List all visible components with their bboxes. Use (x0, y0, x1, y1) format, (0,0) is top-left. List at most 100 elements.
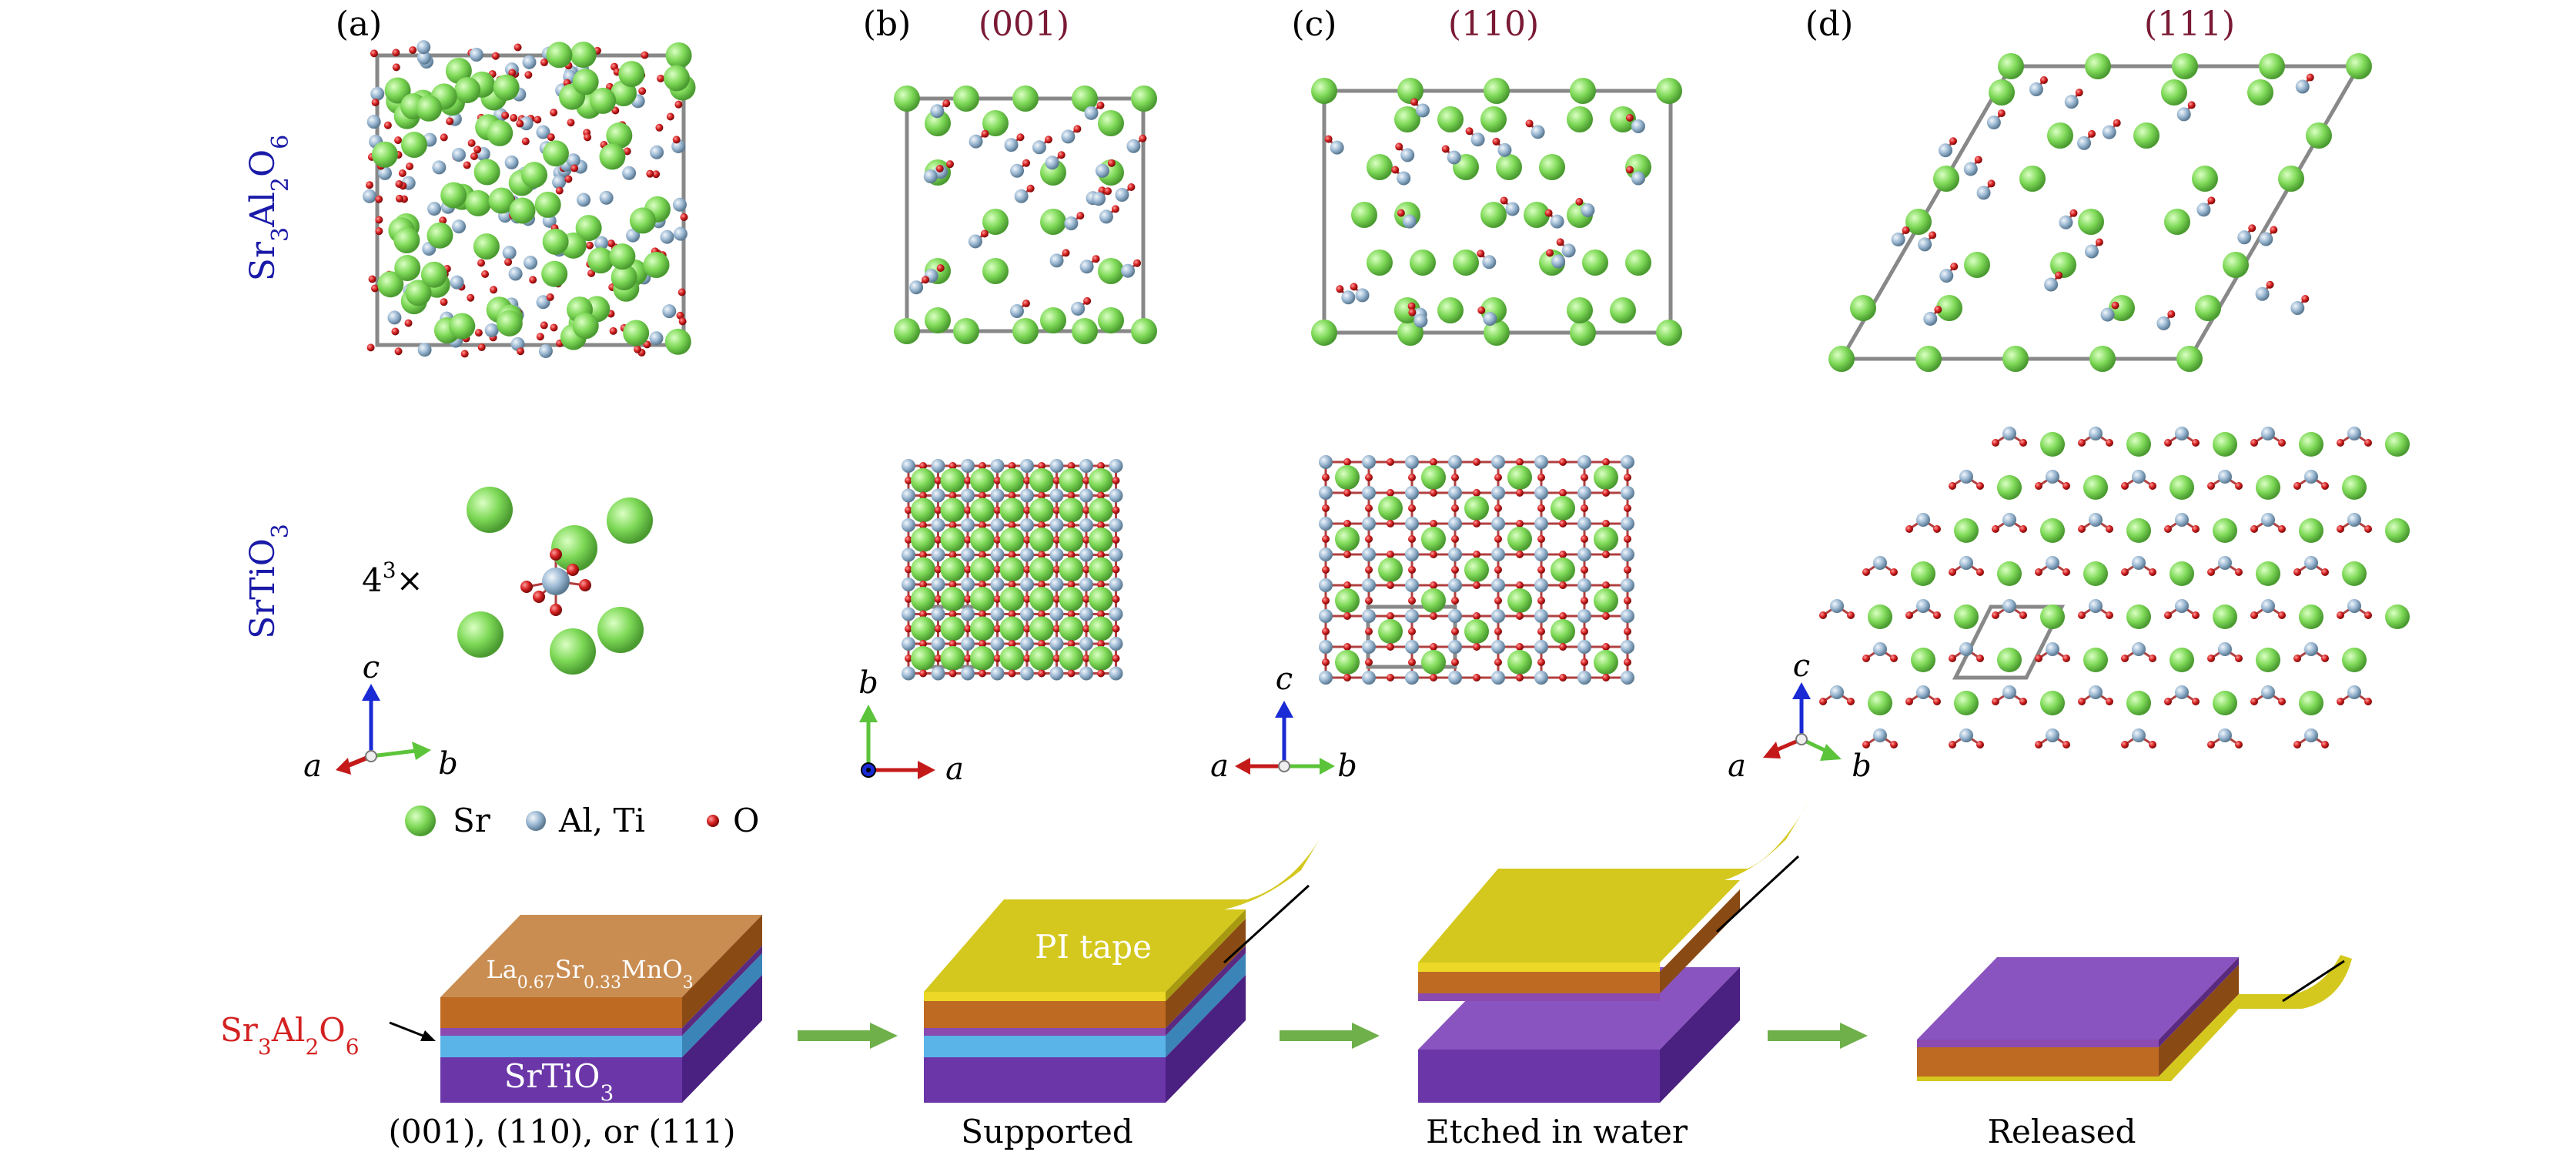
o-atom (1073, 125, 1082, 133)
sr-atom (2170, 475, 2194, 500)
al-ti-atom (2102, 125, 2116, 139)
sr-atom (487, 119, 514, 146)
o-atom (964, 477, 972, 484)
o-atom (2121, 741, 2129, 748)
o-atom (521, 137, 530, 146)
al-ti-atom (1109, 666, 1123, 681)
o-atom (2250, 439, 2258, 447)
sr-atom (542, 140, 569, 167)
al-ti-atom (930, 104, 945, 119)
al-ti-atom (370, 86, 385, 101)
sr-atom (2213, 518, 2237, 543)
sr-atom (1567, 297, 1593, 323)
al-ti-atom (502, 246, 517, 260)
o-atom (2293, 568, 2301, 576)
axis-label-c-111: c (1793, 648, 1810, 684)
o-atom (1365, 474, 1373, 481)
sr-atom (1828, 346, 1855, 372)
al-ti-atom (2304, 470, 2318, 484)
o-atom (1408, 535, 1416, 543)
al-ti-atom (1830, 685, 1844, 699)
al-ti-atom (504, 155, 519, 169)
al-ti-atom (990, 548, 1005, 562)
o-atom (672, 136, 681, 144)
al-ti-atom (1362, 548, 1376, 561)
o-atom (392, 63, 400, 72)
o-atom (1082, 565, 1090, 574)
o-atom (1008, 640, 1016, 648)
al-ti-atom (387, 310, 402, 325)
al-ti-atom (1109, 637, 1123, 651)
al-ti-atom (508, 266, 523, 281)
sr-atom (534, 191, 561, 218)
al-ti-atom (1099, 209, 1113, 224)
al-ti-atom (1447, 150, 1461, 165)
o-atom (1343, 489, 1351, 497)
o-atom (1933, 525, 1941, 533)
o-atom (536, 333, 544, 341)
sr-atom (2161, 79, 2187, 105)
o-atom (1067, 581, 1076, 588)
o-atom (1365, 504, 1373, 512)
al-ti-atom (1448, 609, 1462, 623)
o-atom (655, 123, 664, 132)
o-atom (905, 477, 912, 484)
sr-atom (2089, 346, 2116, 372)
o-atom (2106, 525, 2113, 533)
sr-atom (2083, 648, 2108, 672)
o-atom (1992, 439, 1999, 447)
sr-atom (427, 222, 453, 249)
sr-atom (1394, 106, 1420, 132)
al-ti-atom (1109, 459, 1123, 473)
al-ti-atom (1319, 455, 1333, 469)
o-atom (2062, 655, 2070, 662)
sr-atom (1496, 154, 1522, 180)
o-atom (546, 293, 554, 301)
o-atom (1525, 119, 1534, 128)
al-ti-atom (961, 518, 975, 532)
sr-atom (1997, 561, 2022, 586)
legend-swatch-sr (405, 805, 436, 836)
o-atom (2321, 655, 2329, 662)
al-ti-atom (538, 343, 553, 358)
o-atom (1343, 520, 1351, 527)
o-atom (1976, 568, 1984, 576)
al-ti-atom (1577, 517, 1591, 531)
al-ti-atom (1020, 518, 1034, 532)
al-ti-atom (1491, 517, 1505, 531)
al-ti-atom (1577, 455, 1591, 469)
o-atom (643, 340, 651, 349)
o-atom (440, 133, 448, 142)
al-ti-atom (1483, 312, 1497, 327)
sr-atom (1656, 320, 1682, 346)
al-ti-atom (2100, 307, 2115, 322)
al-ti-atom (1963, 162, 1978, 176)
al-ti-atom (1079, 260, 1094, 274)
axis-label-b-001: b (858, 665, 878, 701)
o-atom (1104, 187, 1112, 196)
o-atom (1516, 612, 1524, 620)
o-atom (1038, 581, 1045, 588)
o-atom (948, 491, 957, 500)
o-atom (1500, 196, 1508, 205)
o-atom (1343, 458, 1351, 466)
o-atom (2149, 482, 2156, 490)
o-atom (1127, 183, 1136, 191)
sr-atom (1480, 202, 1507, 228)
al-ti-atom (1092, 192, 1106, 206)
o-atom (1008, 521, 1016, 529)
sr-atom (1656, 78, 1682, 104)
sr-atom (509, 197, 536, 224)
sr-atom (546, 42, 573, 69)
o-atom (964, 625, 972, 633)
o-atom (1625, 114, 1634, 122)
o-atom (919, 462, 927, 470)
sr-atom (1594, 588, 1618, 613)
sr-atom (1997, 475, 2022, 500)
sr-atom (467, 487, 513, 533)
o-atom (2278, 525, 2286, 533)
o-atom (550, 109, 558, 117)
al-ti-atom (2002, 427, 2016, 440)
sr-atom (1484, 78, 1510, 104)
o-atom (394, 347, 403, 356)
